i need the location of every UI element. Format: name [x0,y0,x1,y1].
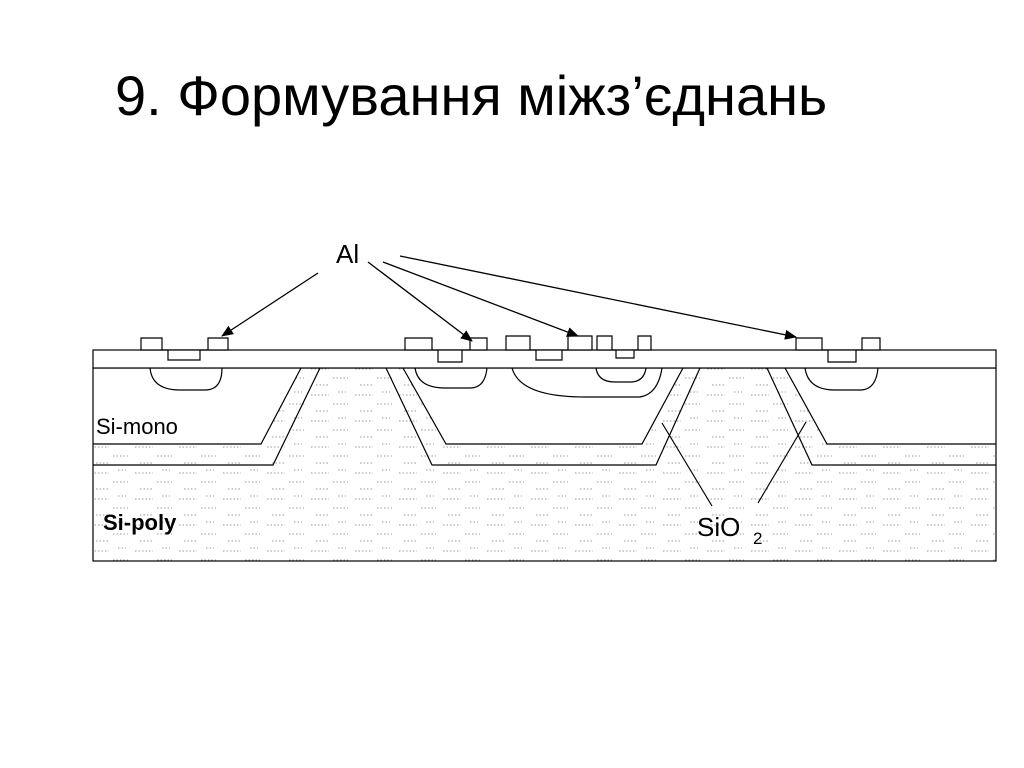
al-arrow-3 [382,261,579,337]
slide-title: 9. Формування міжз’єднань [115,64,828,127]
al-arrow-4 [399,255,797,340]
sio2-leader-right [757,421,807,504]
si-mono-label: Si-mono [96,414,178,439]
al-label: Al [336,239,359,269]
si-poly-label: Si-poly [103,510,177,535]
sio2-label-base: SiO [697,512,740,542]
al-arrow-2 [367,261,473,342]
sio2-leader-lines [661,421,807,507]
al-arrow-1 [221,272,319,337]
sio2-leader-left [661,422,713,507]
diffusion-regions [149,367,879,398]
al-contacts [140,335,881,363]
sio2-label-subscript: 2 [753,529,762,548]
al-pointer-arrows [221,255,797,342]
sio2-label: SiO 2 [697,512,762,548]
isolation-oxide [93,367,996,466]
si-mono-islands [93,368,996,444]
